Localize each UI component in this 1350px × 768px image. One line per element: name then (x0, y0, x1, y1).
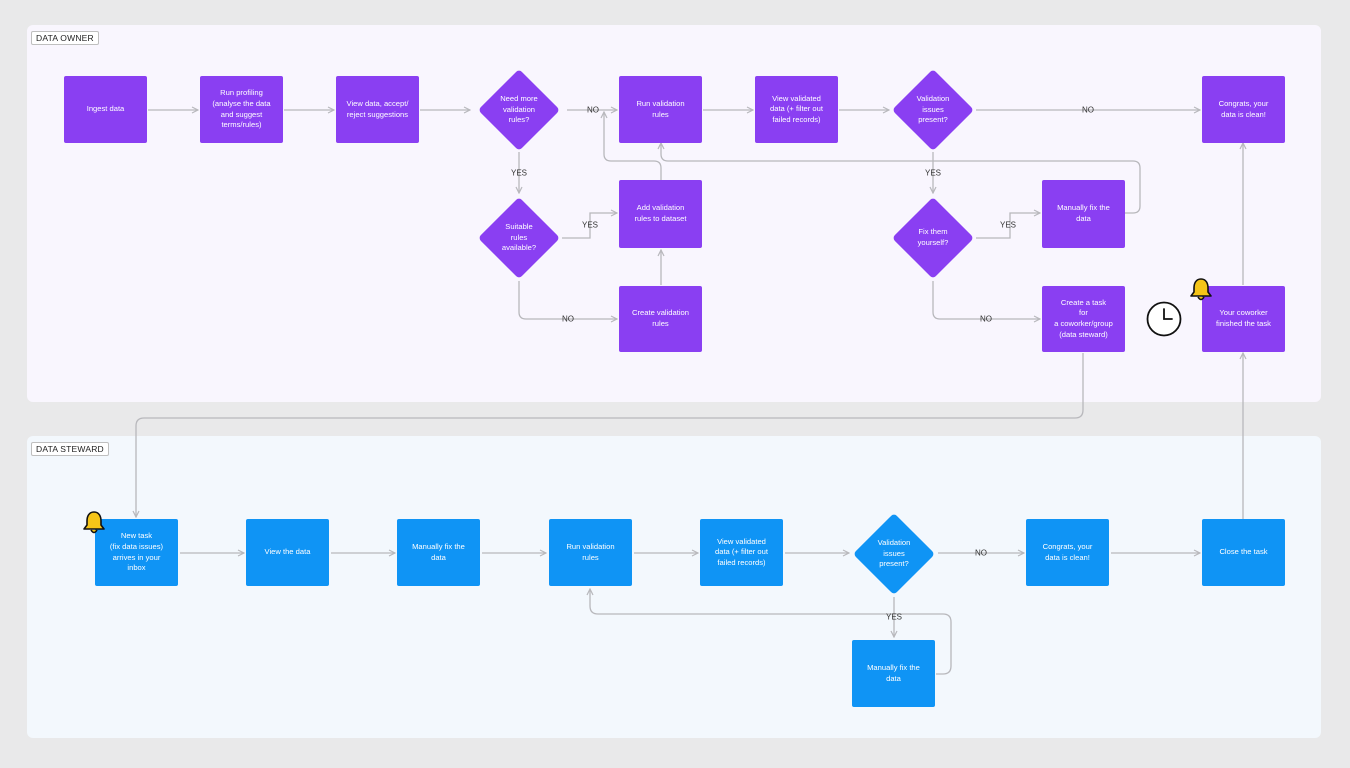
edge-manual2-run-s (590, 589, 952, 675)
node-congrats-owner[interactable]: Congrats, your data is clean! (1202, 76, 1285, 143)
node-view-the-data[interactable]: View the data (246, 519, 329, 586)
lane-label-steward: DATA STEWARD (31, 442, 109, 456)
node-manually-fix-steward-2[interactable]: Manually fix the data (852, 640, 935, 707)
node-run-profiling[interactable]: Run profiling (analyse the data and sugg… (200, 76, 283, 143)
node-close-task[interactable]: Close the task (1202, 519, 1285, 586)
edge-manual-run (661, 143, 1141, 214)
edge-label-need-yes: YES (510, 168, 528, 178)
decision-issues-present-steward-label: Validation issues present? (877, 538, 911, 569)
edge-add-run (604, 112, 662, 180)
edge-label-suitable-yes: YES (581, 220, 599, 230)
edge-createtask-newtask (136, 353, 1084, 517)
edge-label-fix-no: NO (980, 314, 992, 324)
node-add-validation-rules[interactable]: Add validation rules to dataset (619, 180, 702, 248)
edge-label-issues-yes: YES (924, 168, 942, 178)
decision-issues-present-steward[interactable]: Validation issues present? (851, 511, 937, 597)
edge-label-issues-no: NO (1082, 105, 1094, 115)
bell-icon (1190, 278, 1212, 301)
node-create-task[interactable]: Create a task for a coworker/group (data… (1042, 286, 1125, 352)
edge-fix-createtask (932, 281, 1040, 319)
edge-label-suitable-no: NO (562, 314, 574, 324)
edge-suitable-create (518, 281, 617, 319)
node-manually-fix-steward[interactable]: Manually fix the data (397, 519, 480, 586)
node-congrats-steward[interactable]: Congrats, your data is clean! (1026, 519, 1109, 586)
decision-need-more-rules[interactable]: Need more validation rules? (477, 68, 561, 152)
decision-suitable-rules[interactable]: Suitable rules available? (477, 196, 561, 280)
decision-need-more-rules-label: Need more validation rules? (500, 94, 538, 125)
decision-issues-present-label: Validation issues present? (916, 94, 950, 125)
node-manually-fix-owner[interactable]: Manually fix the data (1042, 180, 1125, 248)
decision-fix-yourself[interactable]: Fix them yourself? (891, 196, 975, 280)
edge-label-steward-issues-yes: YES (885, 612, 903, 622)
node-create-validation-rules[interactable]: Create validation rules (619, 286, 702, 352)
lane-label-owner: DATA OWNER (31, 31, 99, 45)
edge-label-fix-yes: YES (999, 220, 1017, 230)
node-view-validated-steward[interactable]: View validated data (+ filter out failed… (700, 519, 783, 586)
decision-fix-yourself-label: Fix them yourself? (917, 227, 949, 247)
edge-suitable-add (562, 213, 617, 239)
node-coworker-finished[interactable]: Your coworker finished the task (1202, 286, 1285, 352)
edge-label-steward-issues-no: NO (975, 548, 987, 558)
node-view-accept[interactable]: View data, accept/ reject suggestions (336, 76, 419, 143)
decision-issues-present[interactable]: Validation issues present? (891, 68, 975, 152)
clock-icon (1146, 301, 1182, 337)
edge-label-need-no: NO (587, 105, 599, 115)
edge-fix-manual (976, 213, 1040, 239)
lane-data-steward (27, 436, 1321, 738)
decision-suitable-rules-label: Suitable rules available? (501, 222, 537, 253)
node-ingest-data[interactable]: Ingest data (64, 76, 147, 143)
node-run-validation-rules[interactable]: Run validation rules (619, 76, 702, 143)
node-view-validated[interactable]: View validated data (+ filter out failed… (755, 76, 838, 143)
bell-icon (83, 511, 105, 534)
node-new-task[interactable]: New task (fix data issues) arrives in yo… (95, 519, 178, 586)
node-run-validation-rules-steward[interactable]: Run validation rules (549, 519, 632, 586)
